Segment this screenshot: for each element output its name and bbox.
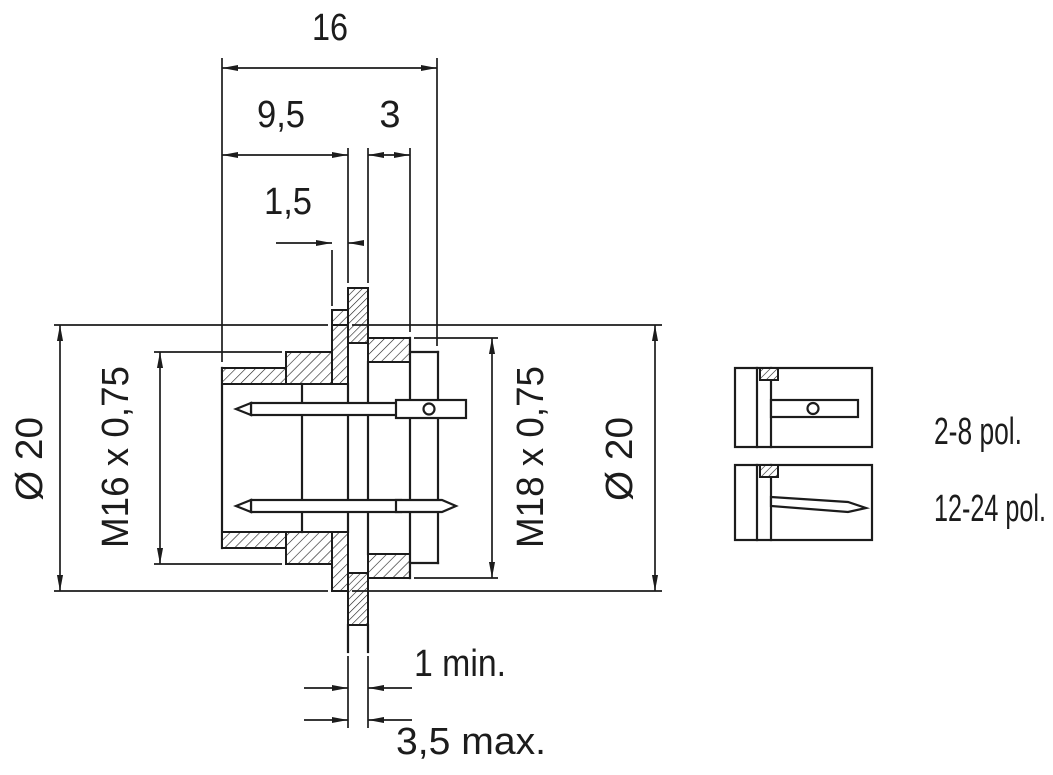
variant-12-24-outline xyxy=(733,463,874,542)
mounting-flange-top xyxy=(331,324,349,385)
rear-thread-label: M18 x 0,75 xyxy=(510,366,552,548)
hex-nut-bottom xyxy=(367,553,411,579)
hex-nut-top xyxy=(367,337,411,363)
contact-pin-upper xyxy=(249,401,403,417)
variant-2-8-outline xyxy=(733,366,874,449)
panel-max-label: 3,5 max. xyxy=(396,721,546,763)
shell-wall-bottom-front xyxy=(221,531,287,549)
variant-12-24-keying-nub xyxy=(759,464,779,478)
panel-min-label: 1 min. xyxy=(414,643,506,685)
diameter-right-label: Ø 20 xyxy=(599,417,641,501)
variant-2-8-label: 2-8 pol. xyxy=(934,411,1022,453)
dim-overall-length-label: 16 xyxy=(312,7,348,49)
dimensions: 16 9,5 3 1,5 Ø 20 M16 x 0,75 M18 x 0,75 … xyxy=(9,7,662,763)
variant-view-12-24 xyxy=(733,463,874,542)
variant-2-8-solder-cup-hole xyxy=(806,401,820,416)
dim-nut-width-label: 3 xyxy=(379,94,400,136)
dim-flange-offset-label: 1,5 xyxy=(264,181,312,223)
panel-section-bottom xyxy=(347,572,369,626)
contact-pin-lower-tip xyxy=(233,498,253,514)
shell-wall-top-front xyxy=(221,367,287,385)
panel-section-top xyxy=(347,287,369,344)
front-thread-label: M16 x 0,75 xyxy=(95,366,137,548)
thread-wall-bottom xyxy=(285,531,333,565)
contact-pin-lower xyxy=(249,498,403,514)
mounting-flange-bottom xyxy=(331,531,349,592)
rear-assembly xyxy=(367,336,440,580)
keying-nub xyxy=(331,309,349,326)
variant-view-2-8 xyxy=(733,366,874,449)
solder-lug xyxy=(394,498,459,514)
contact-pin-upper-tip xyxy=(233,401,253,417)
variant-12-24-label: 12-24 pol. xyxy=(934,488,1046,530)
contacts xyxy=(233,398,468,514)
variant-12-24-solder-lug xyxy=(769,495,871,514)
mounting-panel xyxy=(346,287,370,654)
variant-2-8-keying-nub xyxy=(759,367,779,381)
thread-wall-top xyxy=(285,351,333,385)
main-view xyxy=(220,287,468,654)
diameter-left-label: Ø 20 xyxy=(9,417,51,501)
dim-front-length-label: 9,5 xyxy=(257,94,305,136)
solder-cup-hole xyxy=(422,402,436,416)
